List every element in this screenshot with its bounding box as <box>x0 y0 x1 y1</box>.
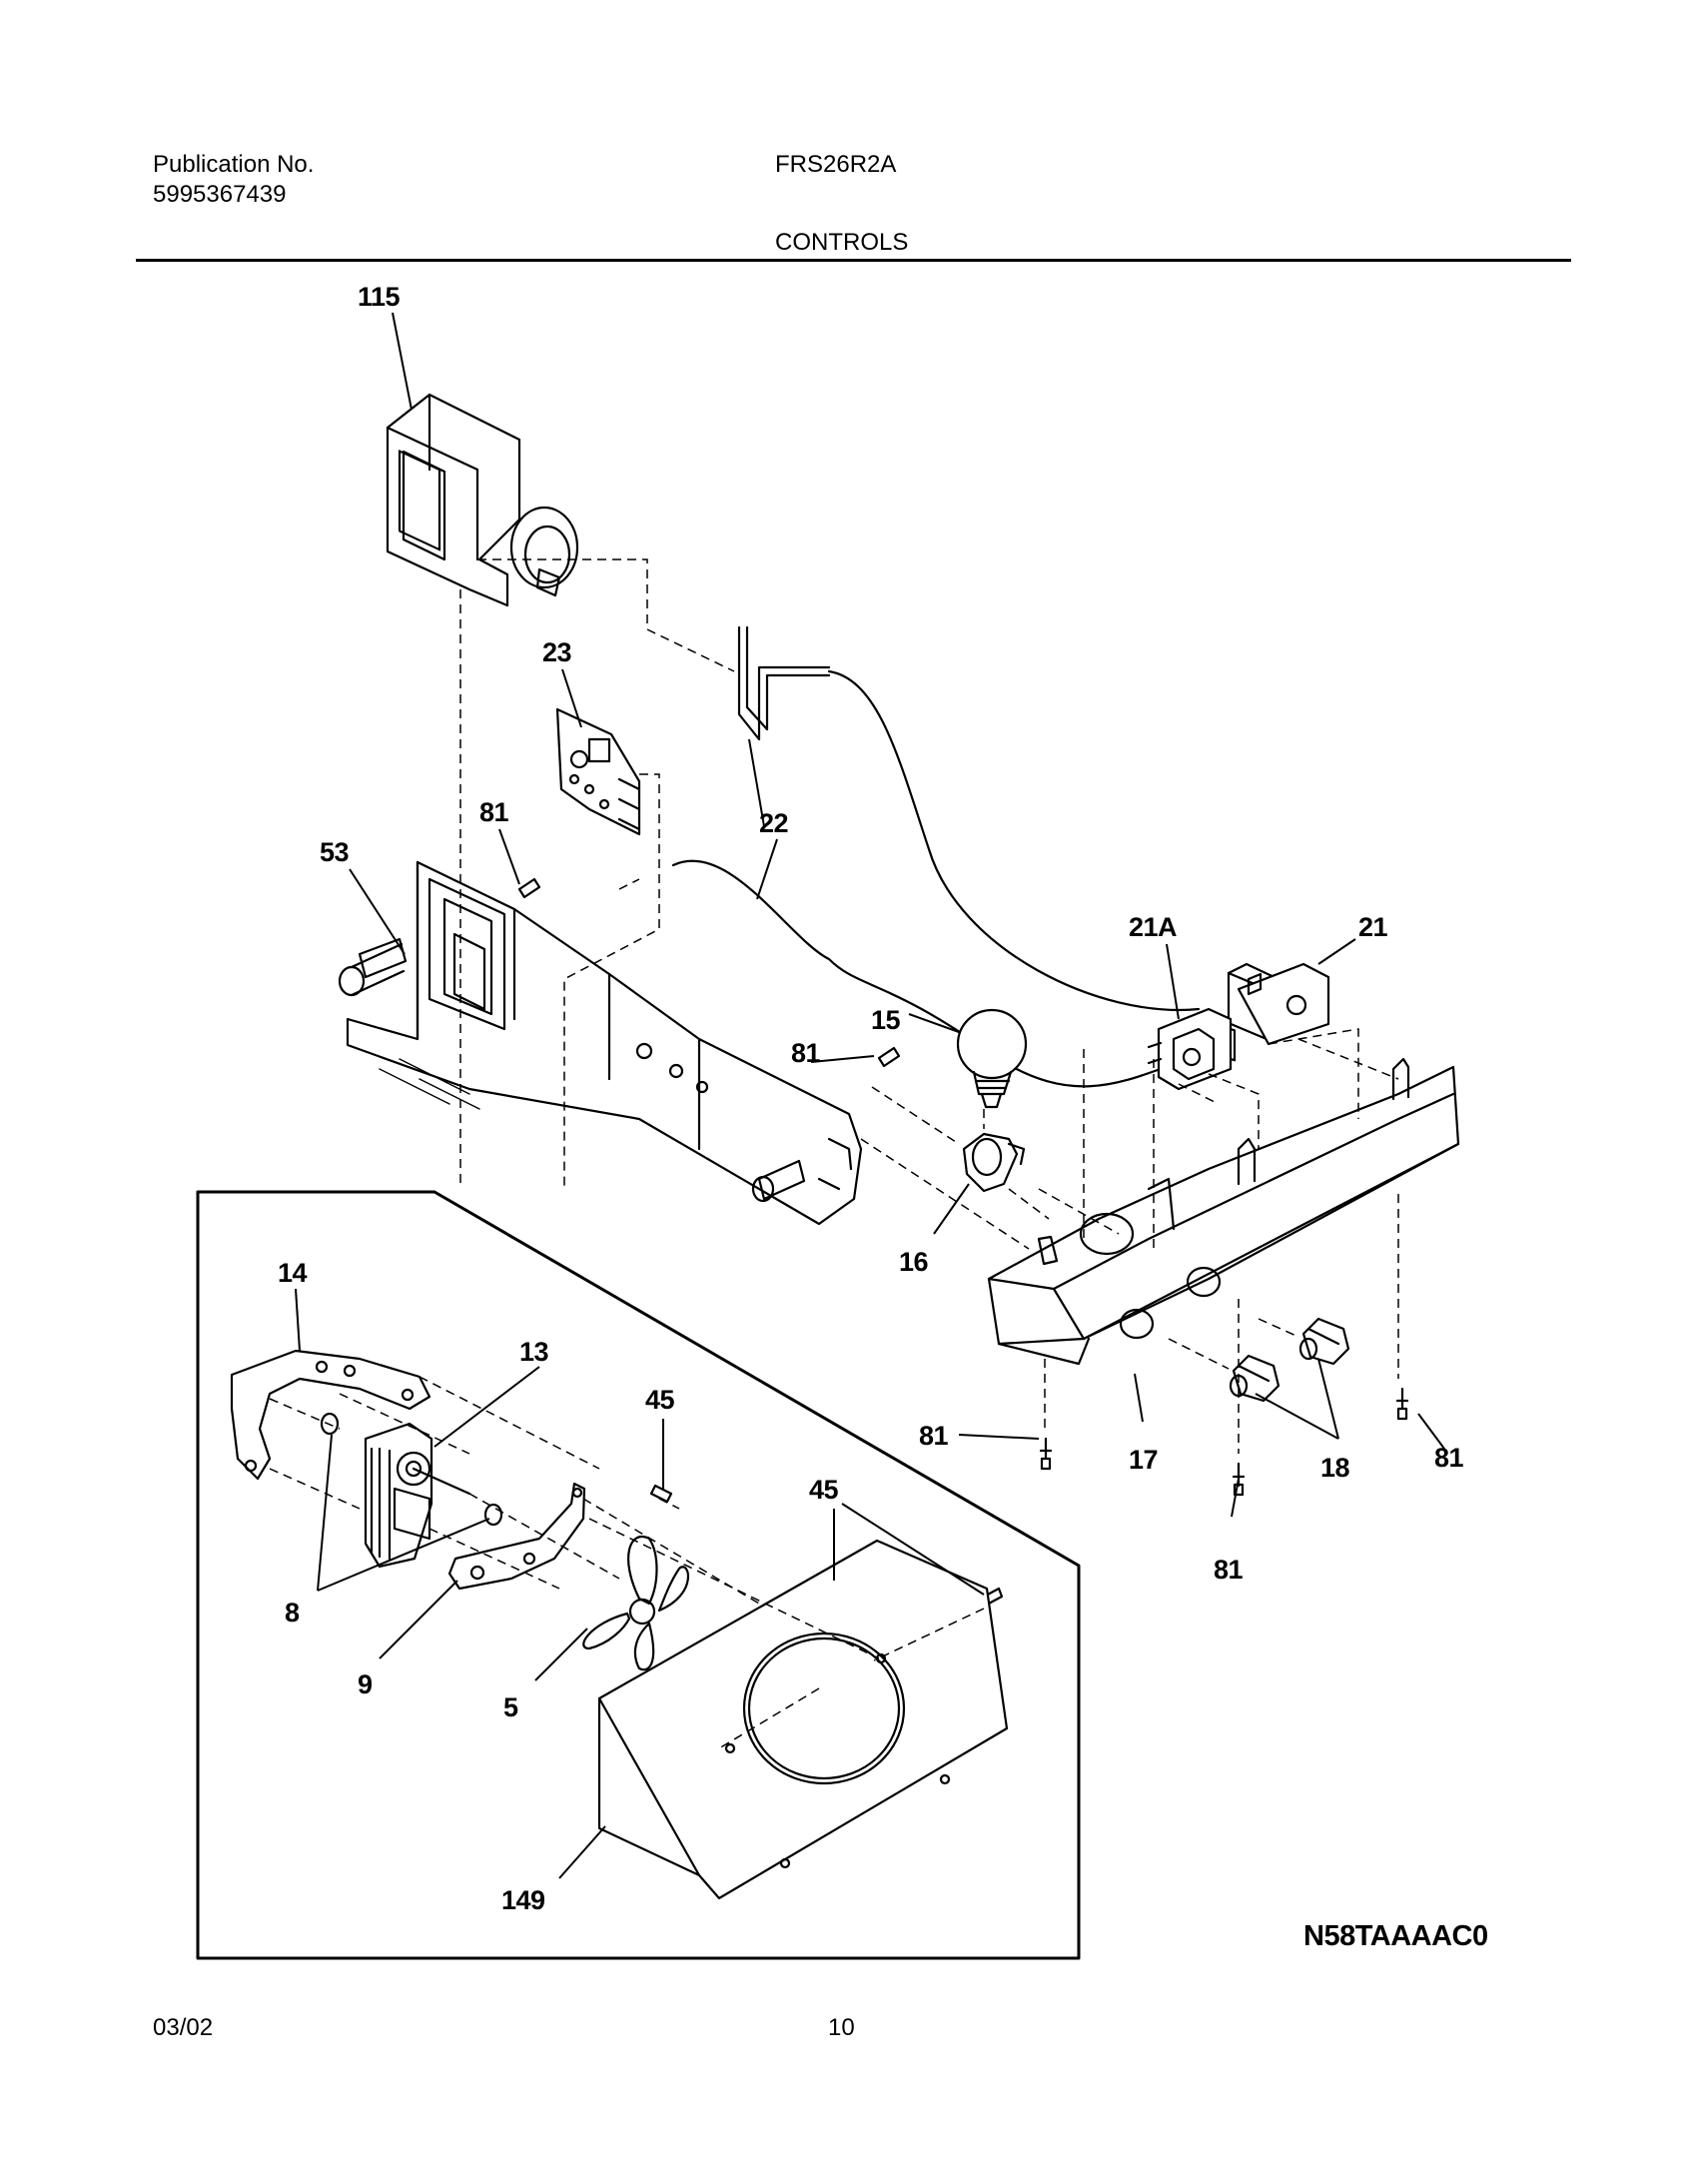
callout-81: 81 <box>479 797 509 827</box>
callout-labels: 115 23 81 53 22 21A 21 15 81 16 14 13 45… <box>278 282 1464 1915</box>
figure-code: N58TAAAAC0 <box>1303 1920 1488 1952</box>
thermostat-capillary-part <box>671 625 1201 1088</box>
callout-15: 15 <box>871 1005 901 1035</box>
callout-21a: 21A <box>1129 912 1177 942</box>
motor-support-part <box>447 1482 586 1591</box>
control-knob-part <box>1229 1317 1350 1403</box>
callout-18: 18 <box>1320 1453 1350 1483</box>
page-number: 10 <box>828 2014 855 2041</box>
callout-13: 13 <box>519 1337 549 1367</box>
callout-8: 8 <box>285 1598 300 1628</box>
publication-number: 5995367439 <box>153 181 287 208</box>
callout-23: 23 <box>542 637 572 667</box>
grommet-part <box>483 1503 503 1527</box>
section-title: CONTROLS <box>775 229 909 256</box>
callout-17: 17 <box>1129 1445 1158 1475</box>
inset-panel-frame <box>196 1190 1081 1960</box>
control-board-part <box>555 707 641 836</box>
callout-81: 81 <box>1434 1443 1464 1473</box>
callout-45: 45 <box>645 1385 675 1415</box>
light-socket-part <box>962 1132 1026 1193</box>
callout-9: 9 <box>358 1669 373 1699</box>
light-bulb-part <box>956 1008 1028 1109</box>
fan-motor-part <box>364 1422 471 1569</box>
callout-22: 22 <box>759 808 788 838</box>
callout-81: 81 <box>791 1038 821 1068</box>
assembly-lines <box>269 558 1399 1749</box>
callout-14: 14 <box>278 1258 308 1288</box>
motor-bracket-part <box>230 1349 431 1481</box>
callout-149: 149 <box>501 1885 545 1915</box>
callout-16: 16 <box>899 1247 929 1277</box>
thermostat-part <box>1147 962 1330 1091</box>
callout-21: 21 <box>1358 912 1388 942</box>
control-housing-part <box>338 860 863 1226</box>
leader-lines <box>295 312 1445 1879</box>
header-rule <box>136 259 1571 262</box>
callout-81: 81 <box>1214 1555 1244 1585</box>
damper-control-part <box>386 393 579 607</box>
callout-5: 5 <box>503 1692 518 1722</box>
callout-115: 115 <box>358 282 401 312</box>
callout-45: 45 <box>809 1475 839 1505</box>
publication-label: Publication No. <box>153 151 315 178</box>
fan-shroud-part <box>597 1539 1009 1900</box>
control-console-part <box>987 1057 1460 1366</box>
model-number: FRS26R2A <box>775 151 897 178</box>
fan-blade-part <box>582 1536 689 1671</box>
grommet-part <box>320 1412 340 1436</box>
callout-81: 81 <box>919 1421 949 1451</box>
footer-date: 03/02 <box>153 2014 214 2041</box>
callout-53: 53 <box>320 837 350 867</box>
